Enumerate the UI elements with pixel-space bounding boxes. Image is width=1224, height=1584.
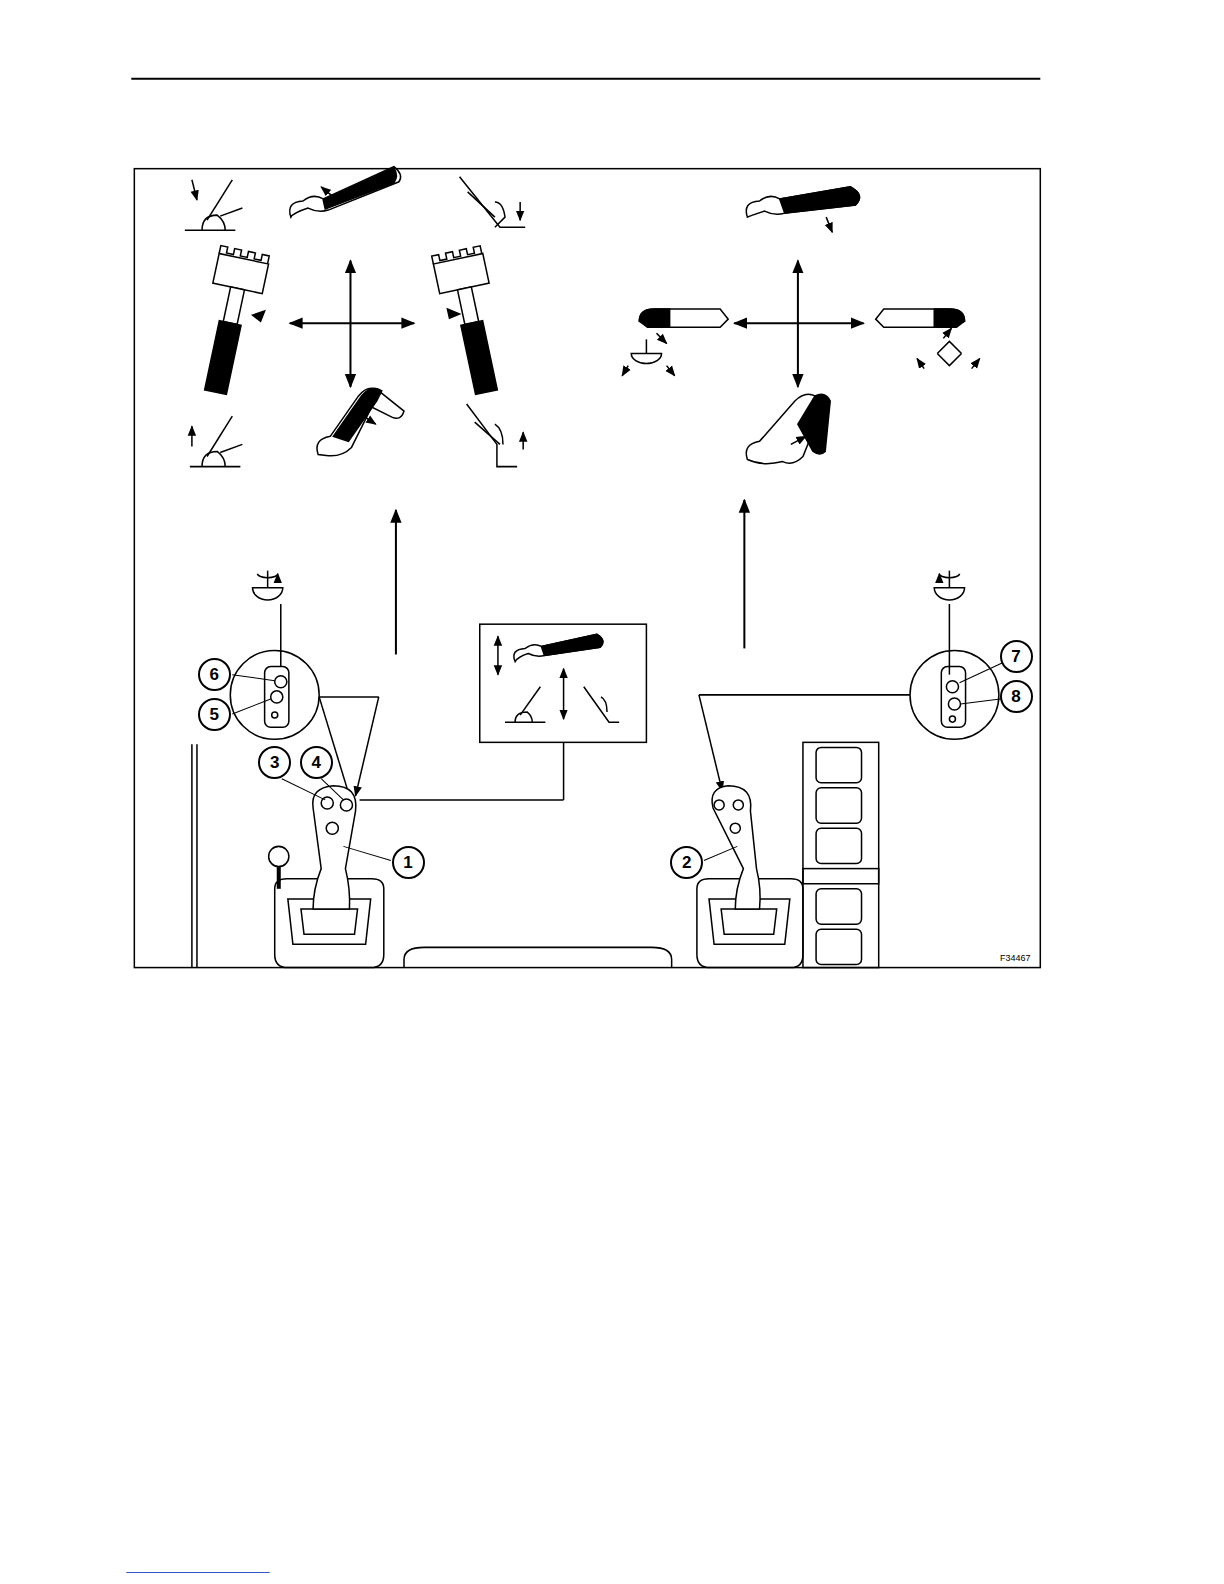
leader-line (232, 657, 1016, 861)
callout-number: 6 (198, 658, 231, 691)
figure-frame (134, 169, 1040, 968)
callout-text: 8 (1011, 688, 1020, 705)
cab-structure (192, 742, 879, 967)
boom-arm-icons (185, 167, 525, 467)
callout-text: 4 (311, 754, 320, 771)
direction-arrows (290, 261, 864, 655)
joystick (269, 786, 803, 968)
callout-number: 3 (258, 746, 291, 779)
callout-text: 3 (270, 754, 279, 771)
callout-number: 1 (392, 846, 425, 879)
callout-number: 7 (1000, 640, 1033, 673)
callout-text: 5 (209, 706, 218, 723)
callout-number: 2 (670, 846, 703, 879)
callout-text: 1 (403, 854, 412, 871)
callout-text: 7 (1011, 648, 1020, 665)
callout-number: 4 (300, 746, 333, 779)
callout-text: 6 (209, 666, 218, 683)
callout-text: 2 (682, 854, 691, 871)
footer-rule (126, 1572, 269, 1573)
figure-code: F34467 (1000, 953, 1031, 963)
callout-number: 5 (198, 698, 231, 731)
breaker-icon (191, 246, 511, 398)
function-box (360, 624, 647, 800)
page-rule (131, 78, 1040, 80)
boom-swing-icons (622, 187, 980, 464)
swing-symbol (253, 571, 965, 675)
callout-number: 8 (1000, 680, 1033, 713)
detail-circle (230, 650, 999, 795)
